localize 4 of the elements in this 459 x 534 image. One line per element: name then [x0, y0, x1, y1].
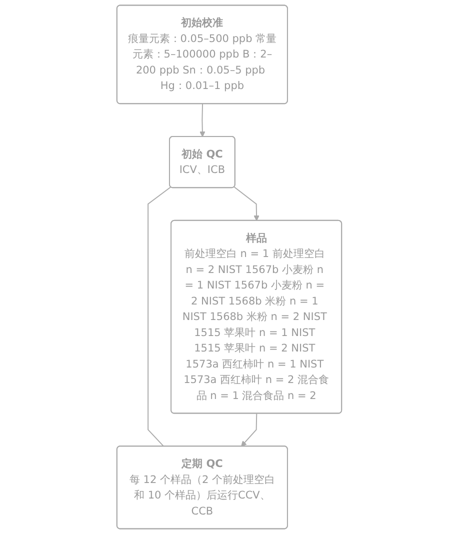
- arrow: [241, 413, 258, 447]
- arrow: [234, 186, 260, 222]
- connector: [148, 186, 172, 447]
- arrow: [200, 103, 206, 138]
